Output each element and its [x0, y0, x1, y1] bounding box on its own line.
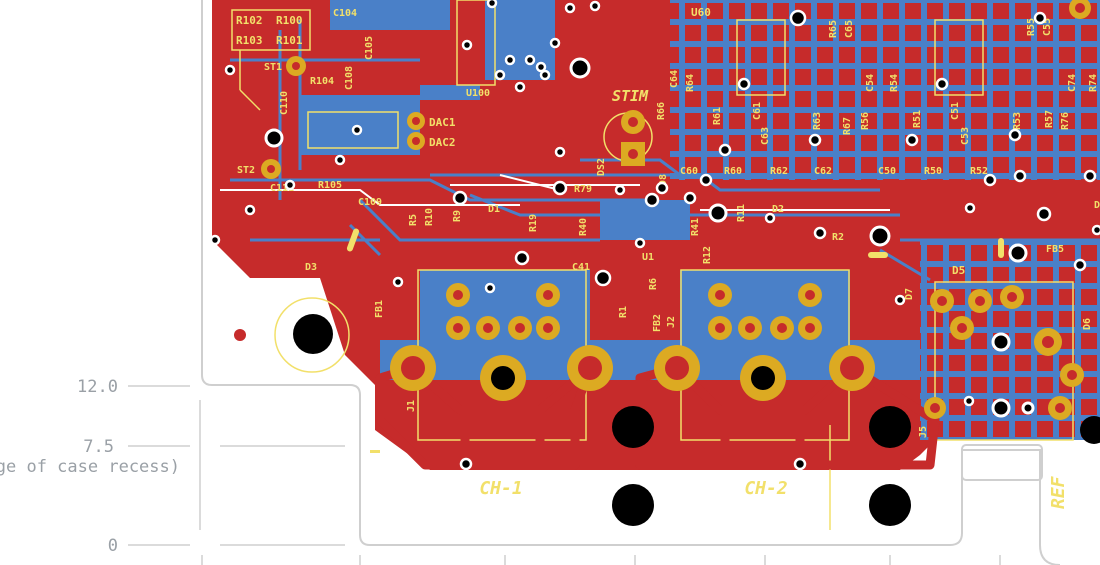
silk-r9: R9 [452, 210, 463, 222]
silk-c65: C65 [844, 20, 855, 38]
silk-u100: U100 [466, 88, 490, 99]
dimension-lines [128, 385, 1001, 565]
silk-c41: C41 [572, 262, 590, 273]
silk-r50: R50 [924, 166, 942, 177]
silk-r5: R5 [408, 214, 419, 226]
dim-label-12: 12.0 [77, 377, 118, 397]
silk-r1: R1 [618, 306, 629, 318]
silk-st2: ST2 [237, 165, 255, 176]
silk-r105: R105 [318, 180, 342, 191]
resistor-block: R102 R100 R103 R101 [231, 9, 311, 51]
silk-c64: C64 [669, 70, 680, 88]
silk-c74: C74 [1067, 74, 1078, 92]
silk-r10: R10 [424, 208, 435, 226]
solder-jumpers [346, 228, 1004, 453]
silk-r19: R19 [528, 214, 539, 232]
silk-d6: D6 [1082, 318, 1093, 330]
through-hole-pads [261, 0, 1091, 420]
silk-r74: R74 [1088, 74, 1099, 92]
dim-label-7-5: 7.5 [83, 437, 114, 457]
silk-u60: U60 [691, 6, 711, 19]
silk-fb1: FB1 [374, 300, 385, 318]
silk-d1: D1 [488, 204, 500, 215]
silk-fb5: FB5 [1046, 244, 1064, 255]
drill-holes [264, 57, 1100, 526]
silk-c108: C108 [344, 66, 355, 90]
silk-c62: C62 [814, 166, 832, 177]
silk-fb2: FB2 [652, 314, 663, 332]
silk-c110: C110 [279, 91, 290, 115]
component-labels: C104 C105 C108 C110 C111 C109 R104 R105 … [237, 6, 1100, 438]
silk-c51: C51 [950, 102, 961, 120]
silk-d2: D2 [772, 204, 784, 215]
silk-j1: J1 [406, 400, 417, 412]
silk-r57: R57 [1044, 110, 1055, 128]
trace-network [230, 20, 1100, 282]
silk-r2: R2 [832, 232, 844, 243]
dim-note: ge of case recess) [0, 457, 180, 477]
silk-r41: R41 [690, 218, 701, 236]
silk-c105: C105 [364, 36, 375, 60]
silk-r65: R65 [828, 20, 839, 38]
silk-r100: R100 [276, 14, 303, 27]
connector-label-ref: REF [1048, 475, 1069, 509]
silk-r11: R11 [736, 204, 747, 222]
silk-u1: U1 [642, 252, 654, 263]
silk-r60: R60 [724, 166, 742, 177]
silk-c111: C111 [270, 183, 294, 194]
silk-r62: R62 [770, 166, 788, 177]
silk-r79: R79 [574, 184, 592, 195]
silk-r103: R103 [236, 34, 263, 47]
dim-label-0: 0 [108, 536, 118, 556]
silk-d8: D8 [1094, 200, 1100, 211]
silk-r67: R67 [842, 117, 853, 135]
connector-pads [390, 345, 875, 401]
silk-r56: R56 [860, 112, 871, 130]
silk-c54: C54 [865, 74, 876, 92]
silk-r61: R61 [712, 107, 723, 125]
silk-j5: J5 [918, 426, 929, 438]
silk-st1: ST1 [264, 62, 282, 73]
silk-c50: C50 [878, 166, 896, 177]
silk-ds2: DS2 [596, 158, 607, 176]
silk-r76: R76 [1060, 112, 1071, 130]
silk-d3: D3 [305, 262, 317, 273]
fiducial-marker [234, 329, 246, 341]
silk-r51: R51 [912, 110, 923, 128]
silk-c109: C109 [358, 197, 382, 208]
silk-r53: R53 [1012, 112, 1023, 130]
connector-label-stim: STIM [612, 87, 649, 105]
silk-r66: R66 [656, 102, 667, 120]
connector-traces [375, 363, 940, 470]
silk-r64: R64 [685, 74, 696, 92]
silk-r40: R40 [578, 218, 589, 236]
silk-r12: R12 [702, 246, 713, 264]
silk-r102: R102 [236, 14, 263, 27]
vias [209, 0, 1100, 471]
silk-c104: C104 [333, 8, 357, 19]
silk-c55: C55 [1042, 18, 1053, 36]
silk-c63: C63 [760, 127, 771, 145]
silk-r6: R6 [648, 278, 659, 290]
silk-r101: R101 [276, 34, 303, 47]
silk-r52: R52 [970, 166, 988, 177]
silk-d7: D7 [904, 288, 915, 300]
silk-r104: R104 [310, 76, 334, 87]
silk-c60: C60 [680, 166, 698, 177]
silk-c53: C53 [960, 127, 971, 145]
silk-r54: R54 [889, 74, 900, 92]
silk-c61: C61 [752, 102, 763, 120]
silk-r55: R55 [1026, 18, 1037, 36]
connector-label-ch2: CH-2 [744, 478, 787, 499]
connector-label-ch1: CH-1 [479, 478, 522, 499]
trace-network-white [220, 174, 890, 211]
silk-dac2: DAC2 [429, 136, 456, 149]
silk-d5: D5 [952, 264, 965, 277]
silk-j2: J2 [666, 316, 677, 328]
silk-r63: R63 [812, 112, 823, 130]
silk-dac1: DAC1 [429, 116, 456, 129]
